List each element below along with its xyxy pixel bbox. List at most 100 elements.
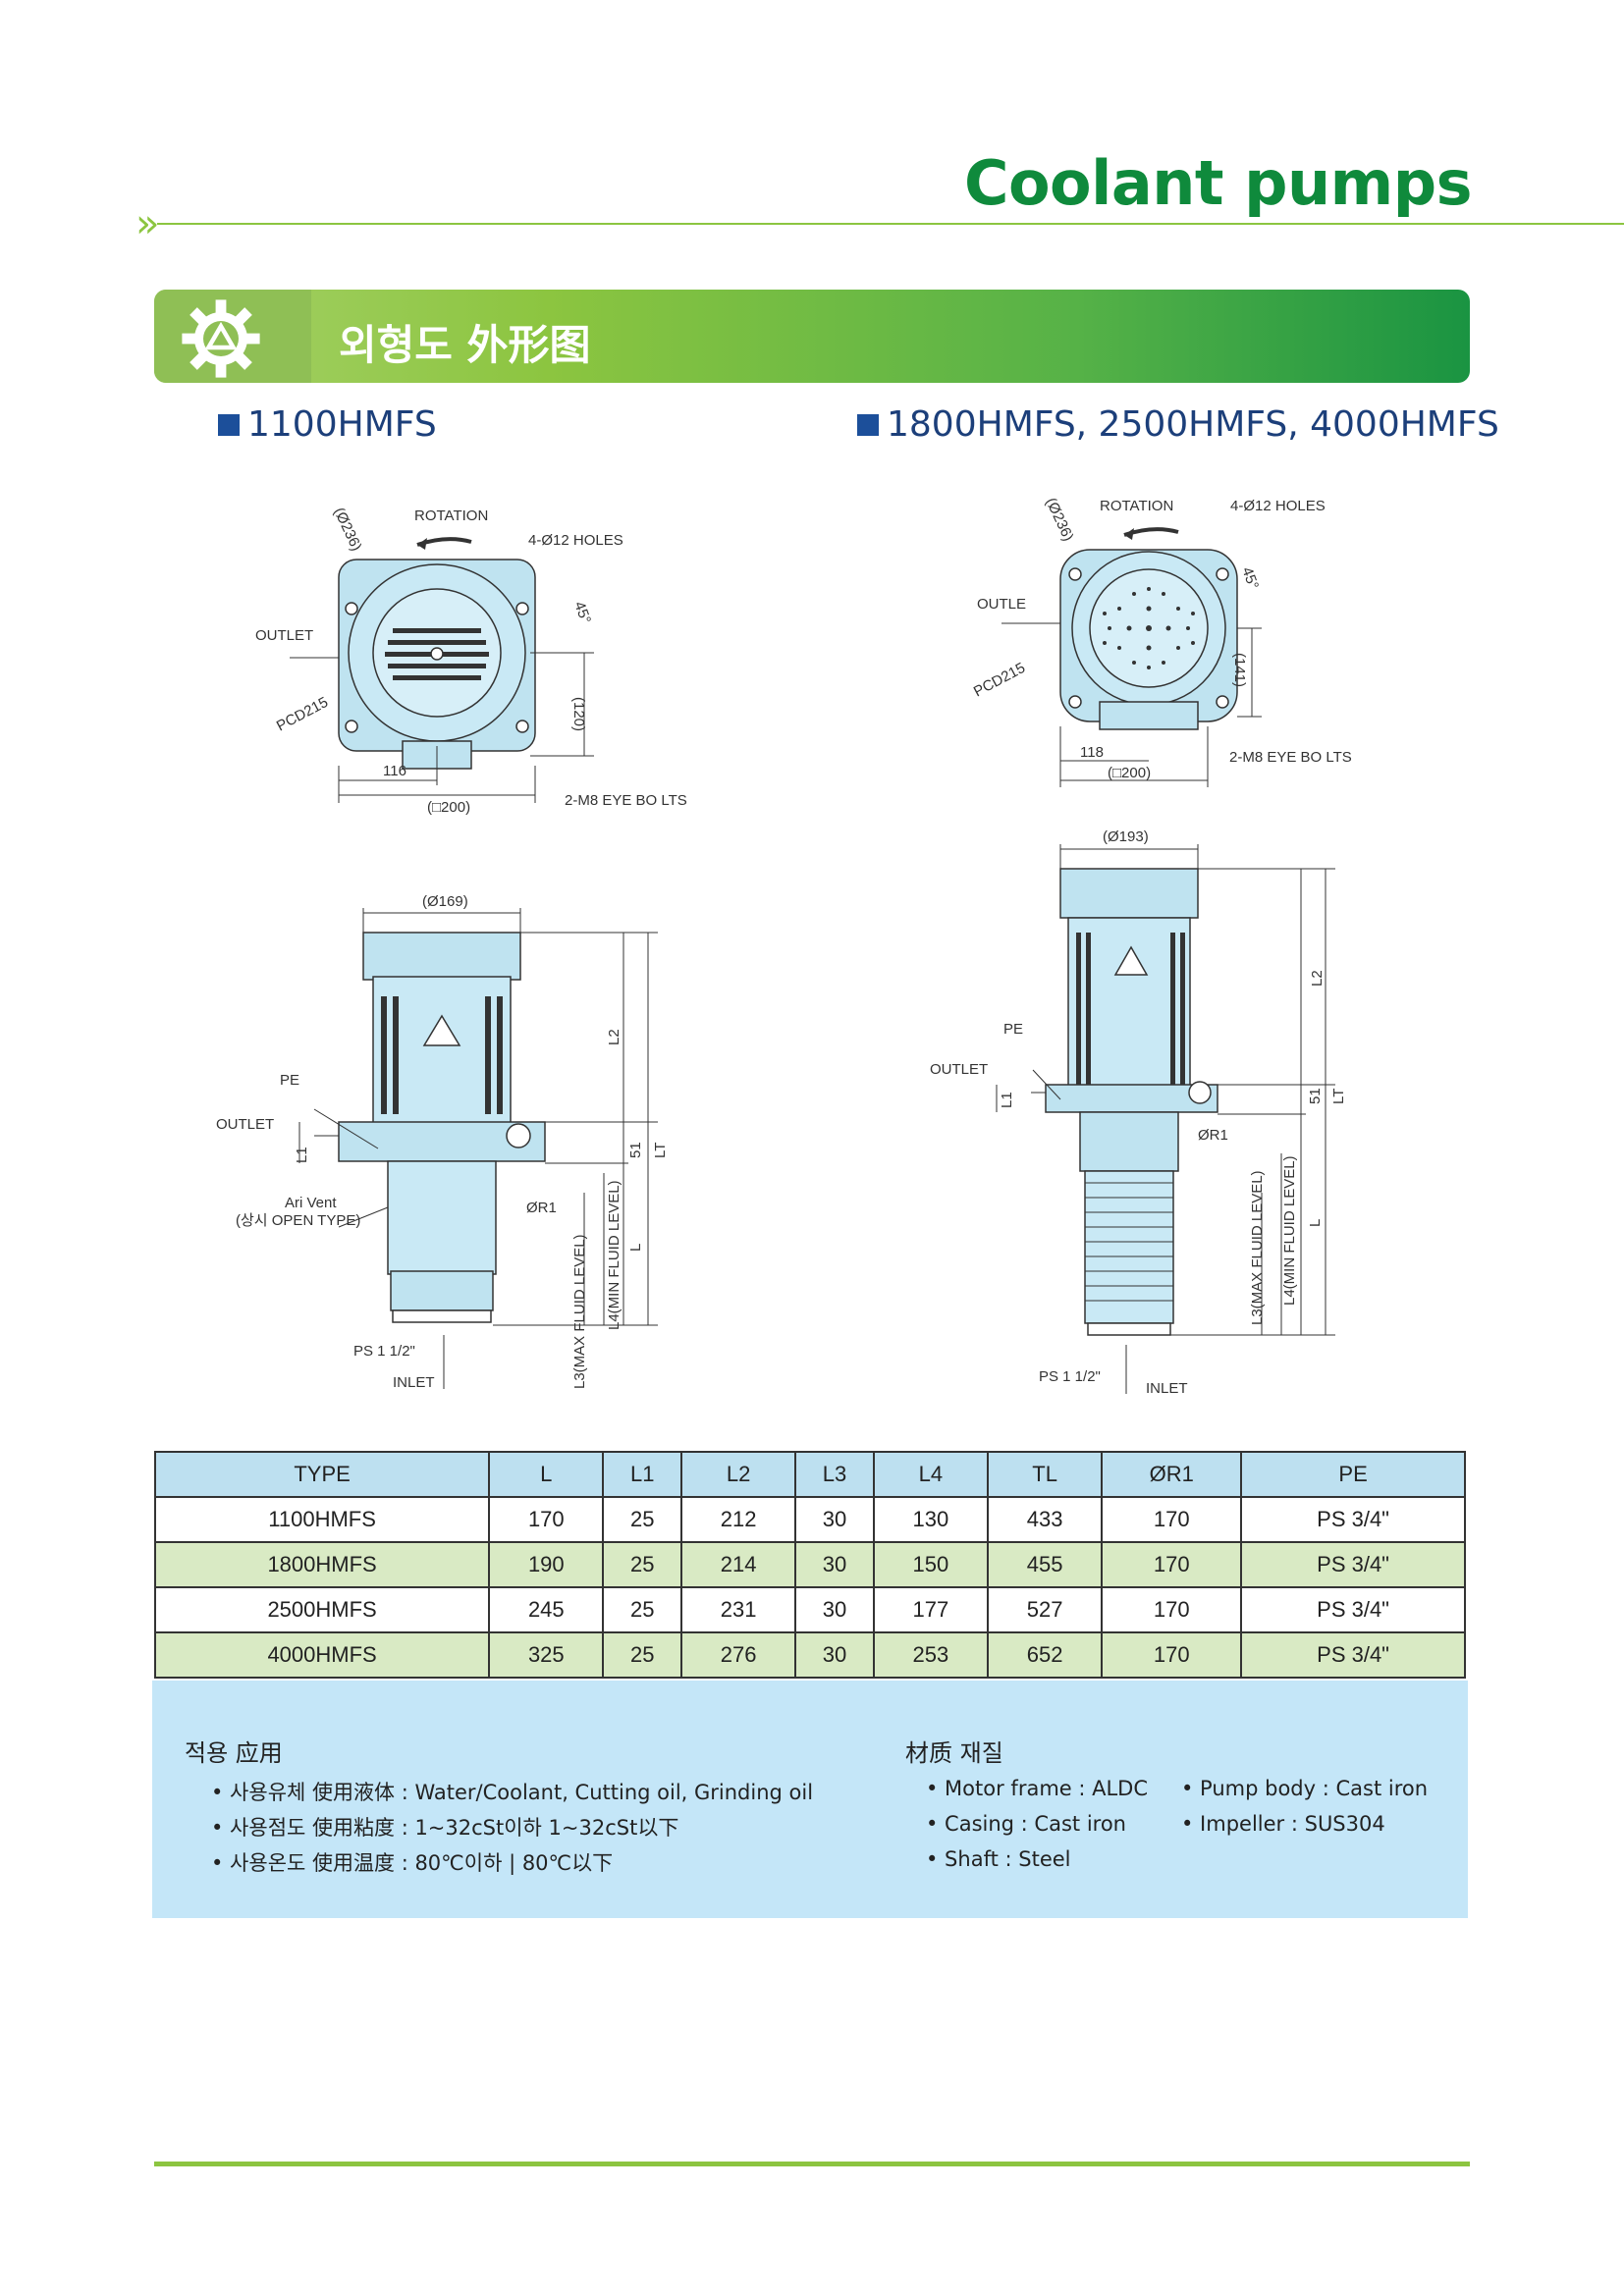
inlet-label: INLET xyxy=(1146,1380,1188,1397)
diameter-label: (Ø236) xyxy=(330,506,364,554)
l-label: L xyxy=(627,1244,644,1252)
table-cell: 30 xyxy=(794,1541,875,1588)
outlet-label: OUTLET xyxy=(255,627,313,644)
table-cell: 212 xyxy=(679,1496,797,1543)
table-cell: 2500HMFS xyxy=(153,1586,491,1633)
header-tl: TL xyxy=(986,1451,1104,1498)
table-cell: 1800HMFS xyxy=(153,1541,491,1588)
table-cell: 4000HMFS xyxy=(153,1631,491,1679)
l1-label: L1 xyxy=(999,1092,1015,1108)
l3-label: L3(MAX FLUID LEVEL) xyxy=(1249,1170,1266,1325)
table-row: 2500HMFS 245 25 231 30 177 527 170 PS 3/… xyxy=(153,1586,1466,1633)
holes-label: 4-Ø12 HOLES xyxy=(1230,498,1326,514)
table-cell: 170 xyxy=(1101,1631,1243,1679)
table-cell: PS 3/4" xyxy=(1240,1541,1466,1588)
l1-label: L1 xyxy=(294,1147,310,1163)
table-cell: 25 xyxy=(602,1496,682,1543)
table-cell: 652 xyxy=(986,1631,1104,1679)
height-label: (141) xyxy=(1231,653,1248,687)
side-view-diagram-1800-4000: (Ø193) PE OUTLET L1 ØR1 L2 51 LT L L3(MA… xyxy=(930,828,1347,1397)
pcd-label: PCD215 xyxy=(274,694,331,735)
application-item: • 사용온도 使用温度 : 80℃이하 | 80℃以下 xyxy=(211,1851,614,1875)
table-cell: 325 xyxy=(488,1631,605,1679)
gear-icon xyxy=(182,299,260,378)
pe-label: PE xyxy=(1003,1021,1023,1038)
application-item: • 사용점도 使用粘度 : 1~32cSt이하 1~32cSt以下 xyxy=(211,1816,679,1840)
table-cell: PS 3/4" xyxy=(1240,1496,1466,1543)
square-width-label: (□200) xyxy=(1108,765,1151,781)
material-item: • Motor frame : ALDC xyxy=(926,1777,1149,1800)
l2-label: L2 xyxy=(606,1029,623,1045)
l4-label: L4(MIN FLUID LEVEL) xyxy=(1281,1155,1298,1306)
dim-51-label: 51 xyxy=(627,1142,644,1158)
l-label: L xyxy=(1307,1219,1324,1227)
table-cell: 276 xyxy=(679,1631,797,1679)
square-width-label: (□200) xyxy=(427,799,470,816)
top-view-diagram-1800-4000: ROTATION (Ø236) 4-Ø12 HOLES 45° OUTLE PC… xyxy=(971,496,1352,787)
table-cell: 1100HMFS xyxy=(153,1496,491,1543)
page-title: Coolant pumps xyxy=(963,147,1473,219)
table-cell: 25 xyxy=(602,1631,682,1679)
table-cell: 177 xyxy=(872,1586,990,1633)
header-l2: L2 xyxy=(679,1451,797,1498)
application-heading: 적용 应用 xyxy=(185,1739,283,1767)
table-cell: 170 xyxy=(1101,1496,1243,1543)
side-outlet-label: OUTLET xyxy=(216,1116,274,1133)
table-cell: 30 xyxy=(794,1586,875,1633)
table-header-row: TYPE L L1 L2 L3 L4 TL ØR1 PE xyxy=(153,1451,1466,1498)
eyebolt-label: 2-M8 EYE BO LTS xyxy=(1229,749,1352,766)
material-heading: 材质 재질 xyxy=(905,1739,1003,1767)
material-item: • Impeller : SUS304 xyxy=(1181,1812,1385,1836)
rotation-label: ROTATION xyxy=(414,507,488,524)
table-cell: 170 xyxy=(488,1496,605,1543)
table-cell: 214 xyxy=(679,1541,797,1588)
r1-label: ØR1 xyxy=(1198,1127,1228,1144)
section-banner xyxy=(154,290,1470,383)
table-cell: 25 xyxy=(602,1541,682,1588)
section-heading-1100: 1100HMFS xyxy=(218,404,437,445)
table-cell: 25 xyxy=(602,1586,682,1633)
table-cell: 170 xyxy=(1101,1586,1243,1633)
l4-label: L4(MIN FLUID LEVEL) xyxy=(606,1180,623,1330)
pcd-label: PCD215 xyxy=(971,660,1028,701)
ps-label: PS 1 1/2" xyxy=(353,1343,415,1360)
application-item: • 사용유체 使用液体 : Water/Coolant, Cutting oil… xyxy=(211,1781,814,1804)
pe-label: PE xyxy=(280,1072,299,1089)
side-diameter-label: (Ø169) xyxy=(422,893,468,910)
l2-label: L2 xyxy=(1309,970,1326,987)
table-cell: 150 xyxy=(872,1541,990,1588)
table-cell: PS 3/4" xyxy=(1240,1631,1466,1679)
header-l: L xyxy=(488,1451,605,1498)
section-label: 1100HMFS xyxy=(247,404,437,445)
side-diameter-label: (Ø193) xyxy=(1103,828,1149,845)
holes-label: 4-Ø12 HOLES xyxy=(528,532,623,549)
section-label: 1800HMFS, 2500HMFS, 4000HMFS xyxy=(887,404,1499,445)
top-view-diagram-1100: ROTATION (Ø236) 4-Ø12 HOLES 45° OUTLET P… xyxy=(255,506,687,816)
header-pe: PE xyxy=(1240,1451,1466,1498)
header-l1: L1 xyxy=(602,1451,682,1498)
header-r1: ØR1 xyxy=(1101,1451,1243,1498)
square-bullet-icon xyxy=(218,413,240,436)
header-l3: L3 xyxy=(794,1451,875,1498)
spec-table: TYPE L L1 L2 L3 L4 TL ØR1 PE 1100HMFS 17… xyxy=(153,1451,1466,1679)
airvent-type-label: (상시 OPEN TYPE) xyxy=(236,1212,360,1229)
side-outlet-label: OUTLET xyxy=(930,1061,988,1078)
angle-label: 45° xyxy=(1238,565,1262,592)
table-cell: PS 3/4" xyxy=(1240,1586,1466,1633)
lt-label: LT xyxy=(1330,1089,1347,1104)
l3-label: L3(MAX FLUID LEVEL) xyxy=(571,1234,588,1389)
header-divider xyxy=(157,223,1624,225)
section-heading-1800-4000: 1800HMFS, 2500HMFS, 4000HMFS xyxy=(857,404,1499,445)
table-cell: 30 xyxy=(794,1631,875,1679)
table-cell: 190 xyxy=(488,1541,605,1588)
table-row: 1800HMFS 190 25 214 30 150 455 170 PS 3/… xyxy=(153,1541,1466,1588)
airvent-label: Ari Vent xyxy=(285,1195,337,1211)
width-label: 118 xyxy=(1080,744,1104,761)
footer-divider xyxy=(154,2162,1470,2166)
side-view-diagram-1100: (Ø169) PE OUTLET L1 Ari Vent (상시 OPEN TY… xyxy=(216,893,669,1391)
table-cell: 253 xyxy=(872,1631,990,1679)
width-label: 116 xyxy=(383,763,406,779)
dim-51-label: 51 xyxy=(1307,1088,1324,1104)
material-item: • Pump body : Cast iron xyxy=(1181,1777,1429,1800)
table-cell: 245 xyxy=(488,1586,605,1633)
